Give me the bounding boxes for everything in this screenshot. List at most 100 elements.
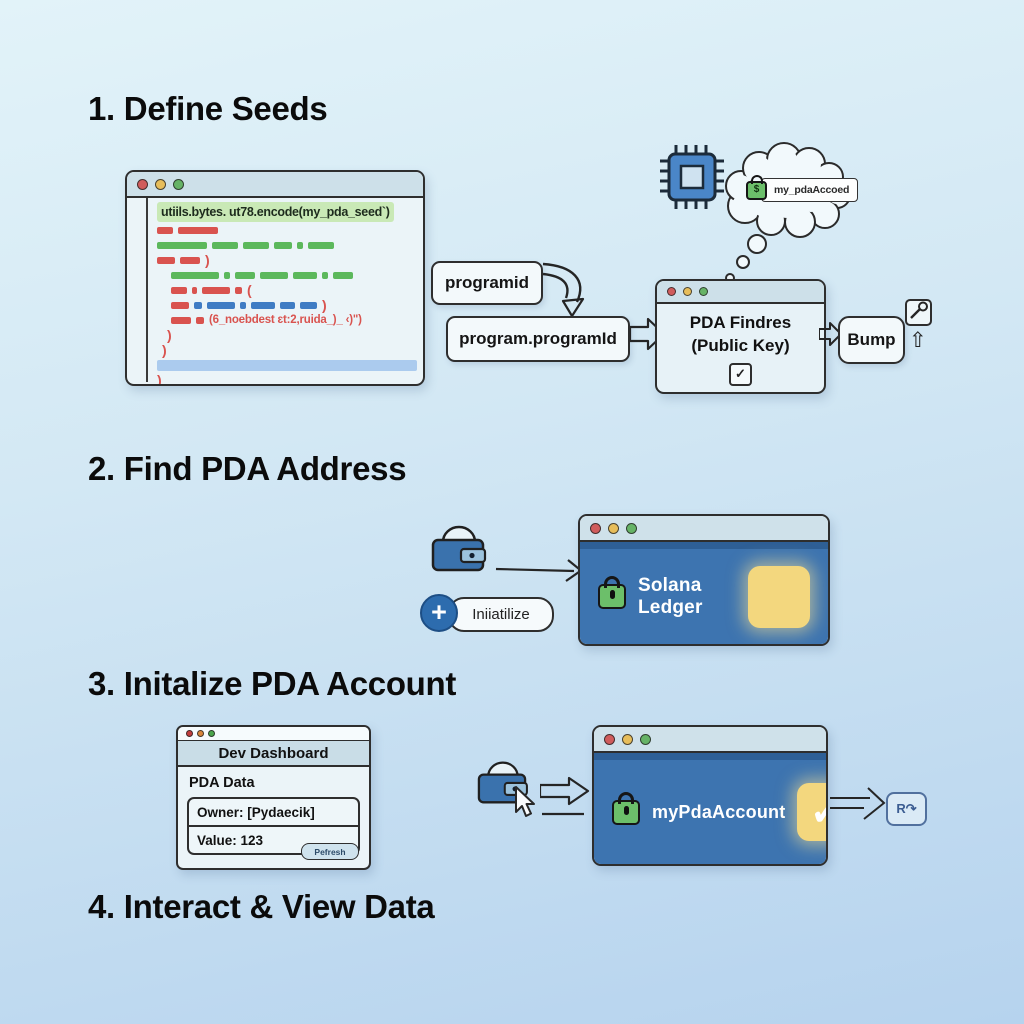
code-bar: [274, 241, 292, 249]
bump-button[interactable]: Bump: [838, 316, 905, 364]
code-garbled-text: (6_noebdest ɛt:2,ruida_)_ ‹)"): [209, 314, 362, 326]
code-line: ): [157, 253, 417, 267]
code-paren: ): [162, 342, 167, 358]
step2-title: 2. Find PDA Address: [88, 450, 407, 487]
code-editor-window: utiils.bytes. ut78.encode(my_pda_seed`) …: [125, 170, 425, 386]
close-traffic-light-icon[interactable]: [590, 522, 601, 534]
code-line: [157, 238, 417, 252]
mypda-titlebar: [594, 727, 826, 753]
minimize-traffic-light-icon[interactable]: [197, 730, 204, 737]
code-bar: [243, 241, 269, 249]
code-bar: [300, 301, 317, 309]
code-bar: [308, 241, 334, 249]
zoom-traffic-light-icon[interactable]: [626, 522, 637, 534]
code-line: ): [162, 343, 417, 357]
dashboard-titlebar-dots: [178, 727, 369, 741]
minimize-traffic-light-icon[interactable]: [608, 522, 619, 534]
pda-checkbox[interactable]: ✓: [729, 362, 752, 386]
code-bar: [260, 271, 288, 279]
code-bar: [157, 226, 173, 234]
code-line: [157, 358, 417, 372]
minimize-traffic-light-icon[interactable]: [683, 287, 692, 296]
pda-window-title-line1: PDA Findres: [689, 313, 792, 332]
code-bar: [192, 286, 197, 294]
code-bar: [180, 256, 200, 264]
step3-title: 3. Initalize PDA Account: [88, 665, 457, 702]
solana-ledger-window: Solana Ledger: [578, 514, 830, 646]
code-bar: [171, 301, 189, 309]
ledger-toolbar-strip: [580, 542, 828, 549]
code-paren: ): [205, 252, 210, 268]
code-paren: (: [247, 282, 252, 298]
code-bar: [157, 256, 175, 264]
wallet-icon: [431, 525, 487, 572]
mypda-label: myPdaAccount: [652, 801, 786, 822]
cpu-chip-icon: [660, 145, 724, 209]
mypda-body: myPdaAccount ✓: [594, 760, 826, 864]
step4-title: 4. Interact & View Data: [88, 888, 435, 925]
thought-label: my_pdaAccoed: [761, 178, 859, 202]
zoom-traffic-light-icon[interactable]: [208, 730, 215, 737]
code-bar: [333, 271, 353, 279]
zoom-traffic-light-icon[interactable]: [699, 287, 708, 296]
code-bar: [235, 286, 242, 294]
refresh-button[interactable]: Pefresh: [301, 843, 359, 860]
close-traffic-light-icon[interactable]: [186, 730, 193, 737]
code-bar: [293, 271, 317, 279]
editor-code-area[interactable]: utiils.bytes. ut78.encode(my_pda_seed`) …: [157, 202, 417, 386]
thought-bubble: [725, 142, 851, 283]
programid-node: programid: [431, 261, 543, 305]
dollar-glyph: $: [753, 184, 760, 195]
code-bar: [157, 241, 207, 249]
curved-arrow-icon: [542, 262, 585, 318]
pda-finder-window: PDA Findres (Public Key) ✓: [655, 279, 826, 394]
code-bar: [322, 271, 328, 279]
minimize-traffic-light-icon[interactable]: [155, 178, 166, 190]
code-bar: [212, 241, 238, 249]
code-bar: [240, 301, 246, 309]
plus-icon: +: [431, 596, 447, 627]
code-bar: [171, 286, 187, 294]
ledger-account-tile[interactable]: [748, 565, 810, 628]
close-traffic-light-icon[interactable]: [604, 733, 615, 745]
dashboard-heading: PDA Data: [189, 775, 255, 791]
code-line: ): [167, 328, 417, 342]
thought-label-group: $ my_pdaAccoed: [746, 174, 859, 202]
dashboard-title: Dev Dashboard: [178, 741, 369, 767]
owner-field: Owner: [Pydaecik]: [197, 804, 315, 820]
value-field: Value: 123: [189, 825, 358, 853]
editor-titlebar: [127, 172, 423, 198]
code-bar: [235, 271, 255, 279]
code-bar: [207, 301, 235, 309]
zoom-traffic-light-icon[interactable]: [640, 733, 651, 745]
double-line-arrow-icon: [830, 787, 886, 820]
dev-dashboard-window: Dev Dashboard PDA Data Owner: [Pydaecik]…: [176, 725, 371, 870]
zoom-traffic-light-icon[interactable]: [173, 178, 184, 190]
code-paren: ): [157, 372, 162, 386]
minimize-traffic-light-icon[interactable]: [622, 733, 633, 745]
ledger-body: Solana Ledger: [580, 549, 828, 644]
lock-icon: [612, 791, 640, 825]
code-line: ): [157, 372, 417, 386]
code-line: (6_noebdest ɛt:2,ruida_)_ ‹)"): [171, 313, 417, 327]
editor-gutter-line: [146, 198, 148, 382]
close-traffic-light-icon[interactable]: [137, 178, 148, 190]
initialize-button[interactable]: Iniiatilize: [448, 597, 554, 632]
code-bar: [196, 316, 204, 324]
close-traffic-light-icon[interactable]: [667, 287, 676, 296]
code-paren: ): [167, 327, 172, 343]
add-button[interactable]: +: [420, 594, 458, 632]
lock-icon: $: [746, 174, 767, 200]
redo-button[interactable]: R↷: [886, 792, 927, 826]
code-bar: [297, 241, 303, 249]
code-bar: [194, 301, 202, 309]
program-programid-node: program.programId: [446, 316, 630, 362]
lock-icon: [598, 576, 626, 609]
code-bar: [171, 271, 219, 279]
ledger-titlebar: [580, 516, 828, 542]
code-bar: [251, 301, 275, 309]
code-bar: [280, 301, 295, 309]
code-line: [157, 223, 417, 237]
cursor-icon: [515, 786, 535, 817]
